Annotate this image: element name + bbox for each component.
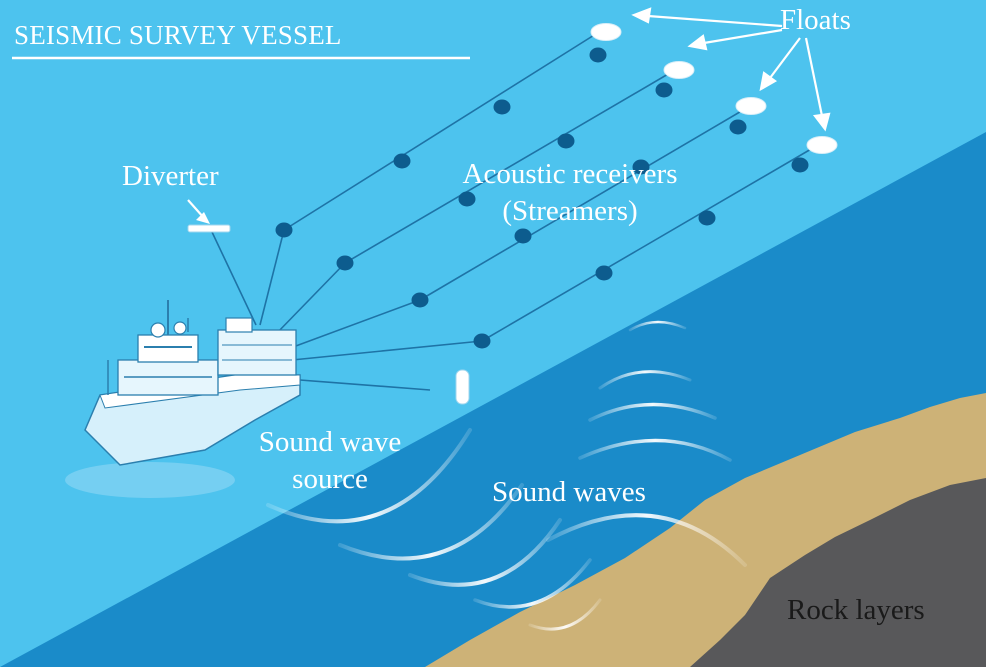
tow-line-streamer-1 <box>259 229 285 326</box>
receiver <box>393 153 411 169</box>
sound-source <box>455 369 470 405</box>
tow-lines <box>211 229 483 391</box>
receiver <box>411 292 429 308</box>
receiver <box>632 159 650 175</box>
streamer-4 <box>481 144 819 342</box>
receiver <box>473 333 491 349</box>
receiver <box>698 210 716 226</box>
tow-line-source <box>299 379 431 391</box>
streamers <box>283 31 819 342</box>
receiver <box>595 265 613 281</box>
receiver <box>589 47 607 63</box>
floats-label: Floats <box>780 4 851 36</box>
receiver <box>557 133 575 149</box>
streamer-1 <box>283 31 600 231</box>
acoustic-receivers-label-line1: Acoustic receivers <box>462 158 678 190</box>
rock-layers-label: Rock layers <box>787 594 925 626</box>
vessel-wake <box>65 462 235 498</box>
receiver <box>729 119 747 135</box>
floats <box>590 23 838 154</box>
sound-waves-label: Sound waves <box>492 476 646 508</box>
diverter-label: Diverter <box>122 160 219 192</box>
rock-layer <box>690 478 986 667</box>
receiver <box>275 222 293 238</box>
streamer-3 <box>419 105 751 301</box>
float <box>590 23 622 41</box>
acoustic-receivers-label-line2: (Streamers) <box>502 195 638 227</box>
sound-waves <box>266 320 747 631</box>
vessel-bridge <box>137 334 199 363</box>
diagram-title: SEISMIC SURVEY VESSEL <box>14 20 342 50</box>
sound-wave-source-label: Sound wave source <box>230 428 430 494</box>
vessel-rear-structure <box>217 329 297 376</box>
receiver <box>791 157 809 173</box>
survey-vessel <box>65 300 301 498</box>
diverter <box>187 199 231 233</box>
float <box>663 61 695 79</box>
receiver <box>458 191 476 207</box>
tow-line-diverter <box>211 231 257 326</box>
tow-line-streamer-2 <box>274 262 346 336</box>
float-arrows <box>631 7 831 132</box>
float <box>735 97 767 115</box>
sound-wave-source-label-line2: source <box>292 463 368 495</box>
receiver <box>655 82 673 98</box>
sound-wave-source-label-line1: Sound wave <box>258 426 402 458</box>
float <box>806 136 838 154</box>
streamer-2 <box>344 69 676 264</box>
receiver <box>493 99 511 115</box>
tow-line-streamer-4 <box>291 340 483 361</box>
acoustic-receivers-label: Acoustic receivers (Streamers) <box>430 160 710 226</box>
receiver <box>336 255 354 271</box>
tow-line-streamer-3 <box>284 299 421 351</box>
receiver <box>514 228 532 244</box>
acoustic-receivers <box>275 47 809 349</box>
